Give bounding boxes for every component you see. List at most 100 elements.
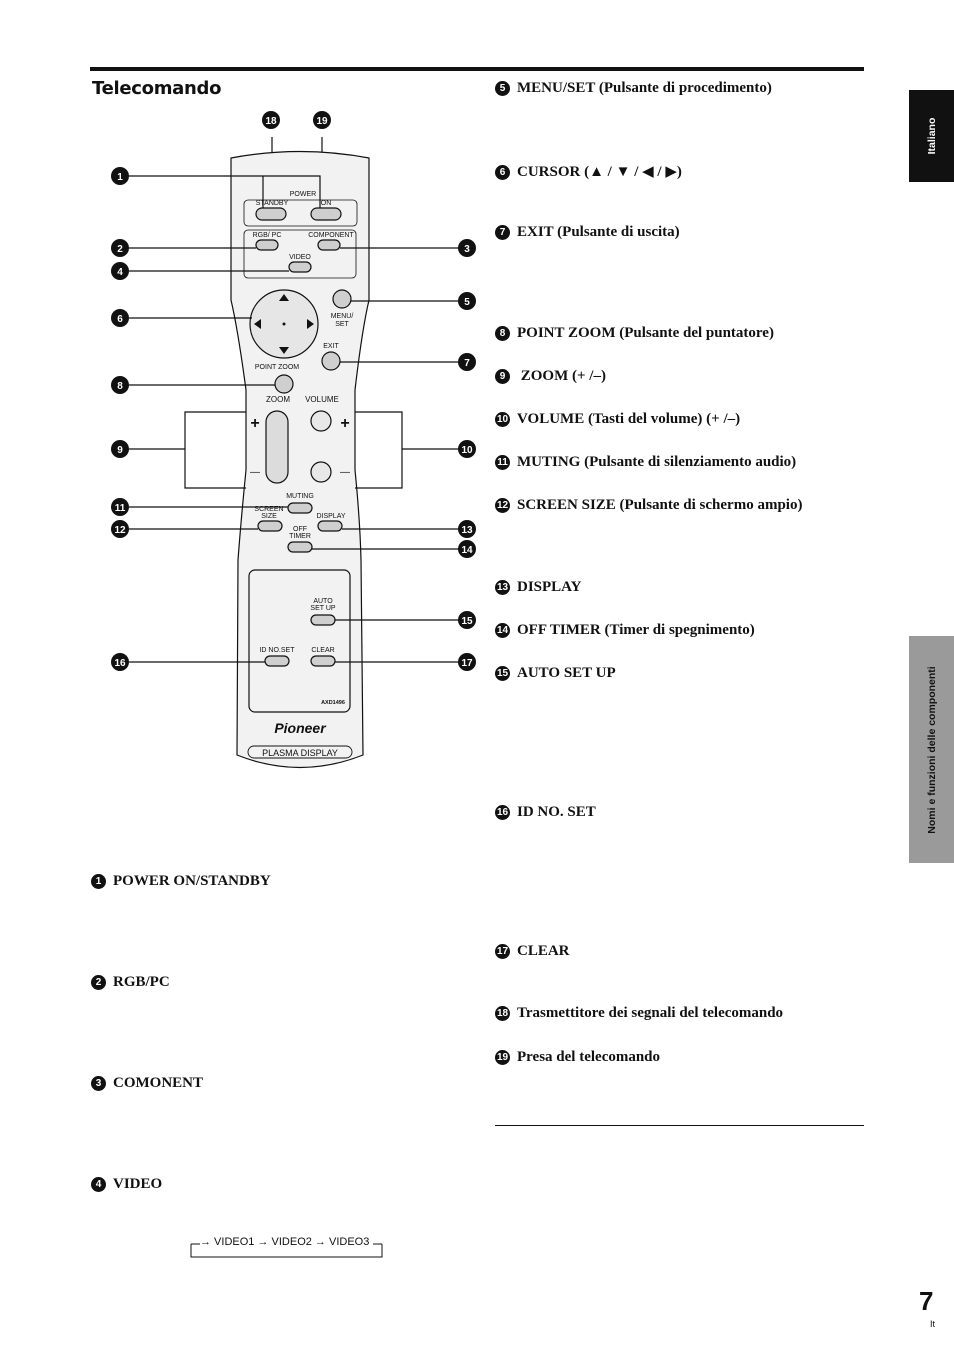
callout-9: 9 (111, 440, 129, 458)
svg-text:14: 14 (461, 545, 473, 556)
cursor-up-icon (279, 294, 289, 301)
rgbpc-button (255, 239, 279, 251)
bottom-rule (495, 1125, 864, 1126)
on-button (310, 207, 342, 221)
svg-text:19: 19 (316, 116, 328, 127)
callout-2: 2 (111, 239, 129, 257)
callout-13: 13 (458, 520, 476, 538)
callout-10: 10 (458, 440, 476, 458)
clear-button (310, 655, 336, 667)
display-button (317, 520, 343, 532)
exit-button (321, 351, 341, 371)
label-idno: ID NO.SET (259, 647, 295, 654)
svg-text:6: 6 (117, 314, 123, 325)
callout-1: 1 (111, 167, 129, 185)
label-on: ON (321, 200, 332, 207)
callout-5: 5 (458, 292, 476, 310)
volume-minus-icon: — (340, 467, 350, 478)
page-title: Telecomando (92, 78, 222, 99)
label-off2: TIMER (289, 533, 311, 540)
label-video: VIDEO (289, 254, 311, 261)
label-screen1: SCREEN (254, 506, 283, 513)
label-screen2: SIZE (261, 513, 277, 520)
brand-logo: Pioneer (274, 720, 327, 736)
zoom-plus-icon: + (250, 415, 259, 432)
auto-setup-button (310, 614, 336, 626)
svg-text:17: 17 (461, 658, 473, 669)
video-cycle-diagram (190, 1243, 383, 1258)
label-exit: EXIT (323, 343, 339, 350)
label-off1: OFF (293, 526, 307, 533)
cursor-right-icon (307, 319, 314, 329)
cursor-down-icon (279, 347, 289, 354)
svg-text:15: 15 (461, 616, 473, 627)
section-tab: Nomi e funzioni delle componenti (909, 636, 954, 863)
label-zoom: ZOOM (266, 395, 290, 404)
remote-control-diagram: POWER STANDBY ON RGB/ PC COMPONENT VIDEO… (111, 111, 476, 769)
menu-set-button (332, 289, 352, 309)
label-plasma: PLASMA DISPLAY (262, 748, 338, 758)
screen-size-button (257, 520, 283, 532)
callout-3: 3 (458, 239, 476, 257)
callout-4: 4 (111, 262, 129, 280)
svg-text:2: 2 (117, 244, 123, 255)
video-cycle-text: → VIDEO1 → VIDEO2 → VIDEO3 (200, 1236, 370, 1248)
callout-17: 17 (458, 653, 476, 671)
off-timer-button (287, 541, 313, 553)
label-auto2: SET UP (310, 605, 335, 612)
label-clear: CLEAR (311, 647, 334, 654)
label-model: AXD1496 (321, 700, 345, 706)
svg-text:4: 4 (117, 267, 123, 278)
svg-text:7: 7 (464, 358, 470, 369)
standby-button (255, 207, 287, 221)
muting-button (287, 502, 313, 514)
svg-text:11: 11 (115, 503, 126, 514)
zoom-minus-icon: — (250, 467, 260, 478)
callout-11: 11 (111, 498, 129, 516)
remote-body (230, 150, 370, 769)
label-display: DISPLAY (316, 513, 345, 520)
callout-14: 14 (458, 540, 476, 558)
callout-15: 15 (458, 611, 476, 629)
callout-7: 7 (458, 353, 476, 371)
label-power: POWER (290, 191, 316, 198)
svg-text:12: 12 (114, 525, 126, 536)
callout-12: 12 (111, 520, 129, 538)
label-muting: MUTING (286, 493, 314, 500)
label-component: COMPONENT (308, 232, 354, 239)
label-point-zoom: POINT ZOOM (255, 364, 299, 371)
label-menu2: SET (335, 321, 349, 328)
zoom-rocker (265, 410, 289, 484)
label-rgbpc: RGB/ PC (253, 232, 282, 239)
video-button (288, 261, 312, 273)
svg-text:5: 5 (464, 297, 470, 308)
svg-text:1: 1 (117, 172, 123, 183)
point-zoom-button (274, 374, 294, 394)
label-menu1: MENU/ (331, 313, 354, 320)
callout-16: 16 (111, 653, 129, 671)
label-volume: VOLUME (305, 395, 339, 404)
svg-text:13: 13 (461, 525, 473, 536)
callout-8: 8 (111, 376, 129, 394)
id-no-set-button (264, 655, 290, 667)
language-tab: Italiano (909, 90, 954, 182)
svg-text:8: 8 (117, 381, 123, 392)
svg-text:3: 3 (464, 244, 470, 255)
top-rule (90, 67, 864, 71)
cursor-left-icon (254, 319, 261, 329)
svg-text:16: 16 (114, 658, 126, 669)
